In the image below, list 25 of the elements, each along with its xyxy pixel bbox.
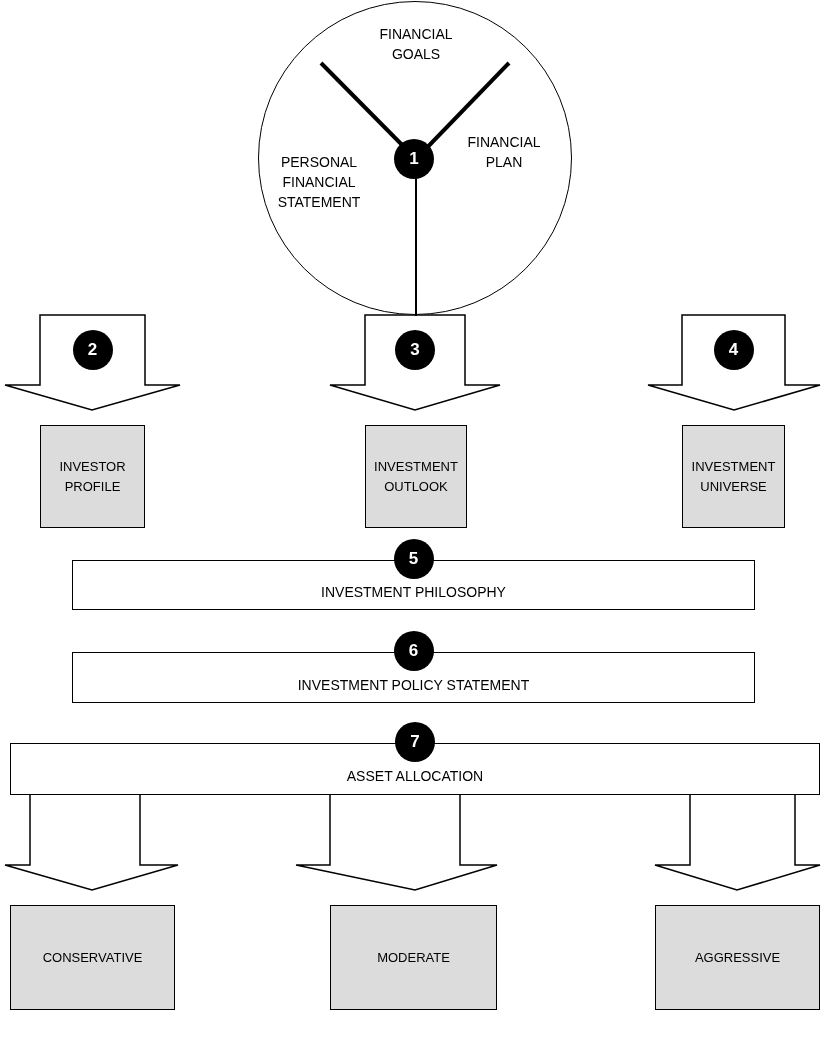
box-label: INVESTMENT PHILOSOPHY	[320, 583, 507, 602]
box-label: INVESTMENT UNIVERSE	[690, 457, 777, 496]
block-arrow	[4, 792, 179, 891]
box-label: INVESTOR PROFILE	[58, 457, 127, 496]
process-box	[682, 425, 785, 528]
process-box	[365, 425, 467, 528]
box-label: INVESTMENT OUTLOOK	[373, 457, 459, 496]
block-arrow	[295, 792, 498, 891]
step-number-badge: 6	[393, 631, 434, 671]
step-number-badge: 1	[394, 139, 434, 179]
box-label: ASSET ALLOCATION	[345, 767, 485, 786]
box-label: MODERATE	[376, 948, 451, 967]
box-label: INVESTMENT POLICY STATEMENT	[296, 675, 531, 695]
sector-label: FINANCIAL PLAN	[466, 133, 542, 172]
step-number-badge: 5	[393, 539, 434, 579]
sector-label: FINANCIAL GOALS	[378, 25, 454, 64]
process-box	[330, 905, 497, 1010]
block-arrow	[654, 792, 821, 891]
step-number-badge: 7	[395, 722, 435, 762]
process-box	[40, 425, 145, 528]
box-label: AGGRESSIVE	[693, 948, 782, 967]
sector-label: PERSONAL FINANCIAL STATEMENT	[276, 153, 362, 212]
process-box	[10, 905, 175, 1010]
box-label: CONSERVATIVE	[41, 948, 144, 967]
process-box	[655, 905, 820, 1010]
